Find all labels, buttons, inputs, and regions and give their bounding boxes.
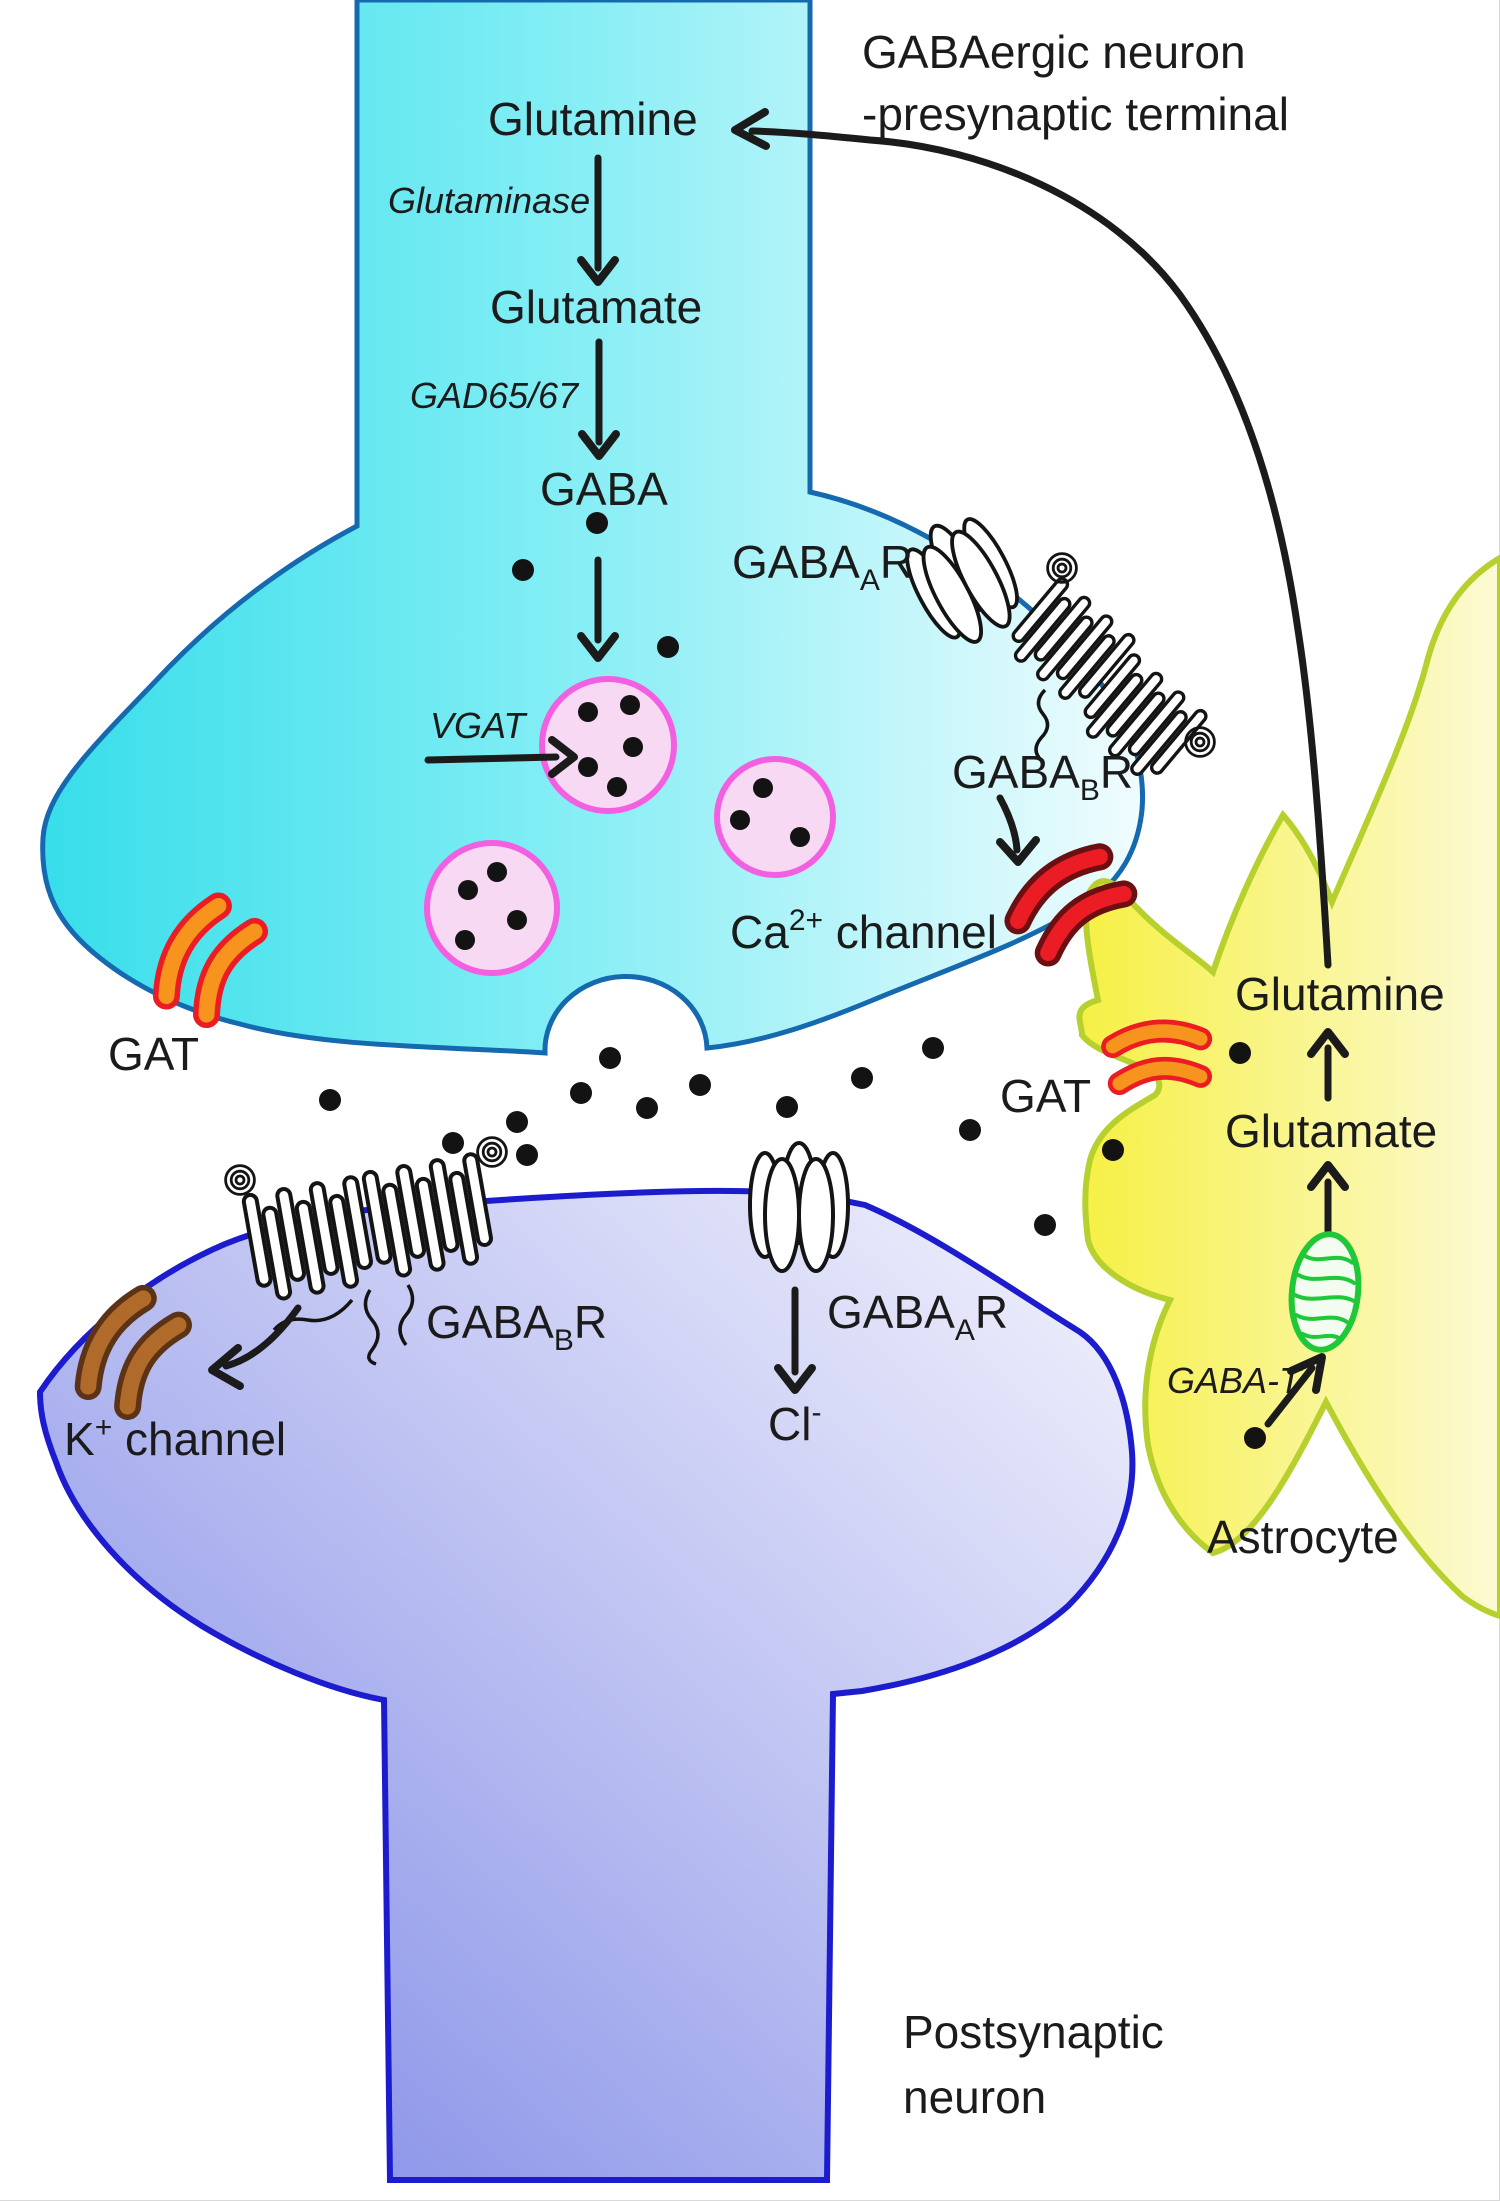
gaba-dot-icon [458, 880, 478, 900]
arrowhead-down-icon [996, 836, 1040, 866]
gaba-b-to-k-channel-arrow [222, 1304, 302, 1370]
gaba-b-receptor-presynaptic [1000, 552, 1216, 788]
g-protein-curl-icon [224, 1164, 256, 1196]
gaba-b-receptor-label-presynaptic: GABABR [952, 746, 1133, 807]
gaba-to-mitochondria-arrow [1264, 1364, 1316, 1428]
gaba-b-to-ca-channel-arrow [996, 794, 1021, 854]
gaba-dot-icon [506, 1111, 528, 1133]
gaba-molecule-dots [319, 512, 1266, 1449]
receptor-tail-squiggle [398, 1284, 415, 1347]
gaba-dot-icon [578, 757, 598, 777]
gaba-dot-icon [512, 559, 534, 581]
gat-label-presynaptic: GAT [108, 1028, 199, 1080]
arrowhead-down-icon [774, 1364, 816, 1394]
gaba-dot-icon [689, 1074, 711, 1096]
mitochondria-icon [1288, 1231, 1362, 1353]
arrowhead-left-icon [208, 1344, 244, 1390]
arrowhead-up-icon [1307, 1028, 1349, 1058]
gaba-dot-icon [730, 810, 750, 830]
gaba-dot-icon [753, 778, 773, 798]
synaptic-vesicle [424, 840, 560, 976]
receptor-tail-squiggle [1034, 688, 1050, 762]
synaptic-vesicle [539, 676, 677, 814]
arrowhead-left-icon [731, 108, 770, 150]
vgat-arrow [424, 753, 560, 764]
header-line1: GABAergic neuron [862, 26, 1246, 78]
arrowhead-down-icon [577, 632, 619, 662]
gaba-dot-icon [776, 1096, 798, 1118]
arrowhead-up-right-icon [1287, 1353, 1326, 1394]
header-annotation: GABAergic neuron -presynaptic terminal [862, 26, 1289, 140]
glutamate-label-presynaptic: Glutamate [490, 281, 702, 333]
gaba-dot-icon [607, 777, 627, 797]
gaba-dot-icon [487, 862, 507, 882]
g-protein-curl-icon [1184, 726, 1216, 758]
postsynaptic-neuron-annotation: Postsynaptic neuron [903, 2006, 1164, 2123]
postsynaptic-label-line1: Postsynaptic [903, 2006, 1164, 2058]
glutamate-label-astrocyte: Glutamate [1225, 1105, 1437, 1157]
gaba-dot-icon [570, 1082, 592, 1104]
glutamine-label-astrocyte: Glutamine [1235, 968, 1445, 1020]
gaba-dot-icon [578, 702, 598, 722]
gaba-dot-icon [442, 1132, 464, 1154]
gat-label-astrocyte: GAT [1000, 1070, 1091, 1122]
chloride-label: Cl- [768, 1396, 821, 1450]
gaba-dot-icon [1229, 1042, 1251, 1064]
gaba-label: GABA [540, 463, 668, 515]
gaba-dot-icon [790, 827, 810, 847]
gaba-dot-icon [1034, 1214, 1056, 1236]
glutaminase-enzyme-label: Glutaminase [388, 180, 590, 221]
vgat-transporter-annotation: VGAT [424, 705, 578, 778]
synaptic-vesicles [424, 676, 836, 976]
astrocyte-label: Astrocyte [1207, 1511, 1399, 1563]
gaba-dot-icon [959, 1119, 981, 1141]
gaba-dot-icon [319, 1089, 341, 1111]
gad-enzyme-label: GAD65/67 [410, 375, 580, 416]
gaba-dot-icon [657, 636, 679, 658]
arrowhead-right-icon [548, 736, 578, 778]
gaba-dot-icon [1244, 1427, 1266, 1449]
gaba-dot-icon [516, 1144, 538, 1166]
gaba-dot-icon [1102, 1139, 1124, 1161]
gaba-dot-icon [636, 1097, 658, 1119]
gaba-t-enzyme-label: GABA-T [1167, 1360, 1304, 1401]
receptor-tail-squiggle [363, 1289, 380, 1366]
gaba-dot-icon [599, 1047, 621, 1069]
header-line2: -presynaptic terminal [862, 88, 1289, 140]
gaba-dot-icon [620, 695, 640, 715]
postsynaptic-label-line2: neuron [903, 2071, 1046, 2123]
gaba-synthesis-pathway: Glutamine Glutaminase Glutamate GAD65/67… [388, 93, 702, 662]
gaba-b-receptor-label-postsynaptic: GABABR [426, 1296, 607, 1357]
gaba-dot-icon [623, 737, 643, 757]
g-protein-curl-icon [1046, 552, 1078, 584]
arrowhead-down-icon [578, 430, 620, 460]
glutamine-shuttle-arrow [748, 127, 1332, 969]
calcium-channel-label: Ca2+ channel [730, 904, 997, 958]
gaba-dot-icon [851, 1067, 873, 1089]
gaba-dot-icon [455, 930, 475, 950]
arrowhead-down-icon [577, 256, 619, 286]
gaba-dot-icon [586, 512, 608, 534]
arrowhead-up-icon [1307, 1161, 1349, 1191]
g-protein-curl-icon [476, 1136, 508, 1168]
gaba-dot-icon [922, 1037, 944, 1059]
glutamine-label-presynaptic: Glutamine [488, 93, 698, 145]
vgat-label: VGAT [430, 705, 528, 746]
gaba-a-receptor-label-presynaptic: GABAAR [732, 536, 913, 597]
gaba-a-receptor-label-postsynaptic: GABAAR [827, 1286, 1008, 1347]
gaba-dot-icon [507, 910, 527, 930]
potassium-channel-label: K+ channel [64, 1411, 286, 1465]
